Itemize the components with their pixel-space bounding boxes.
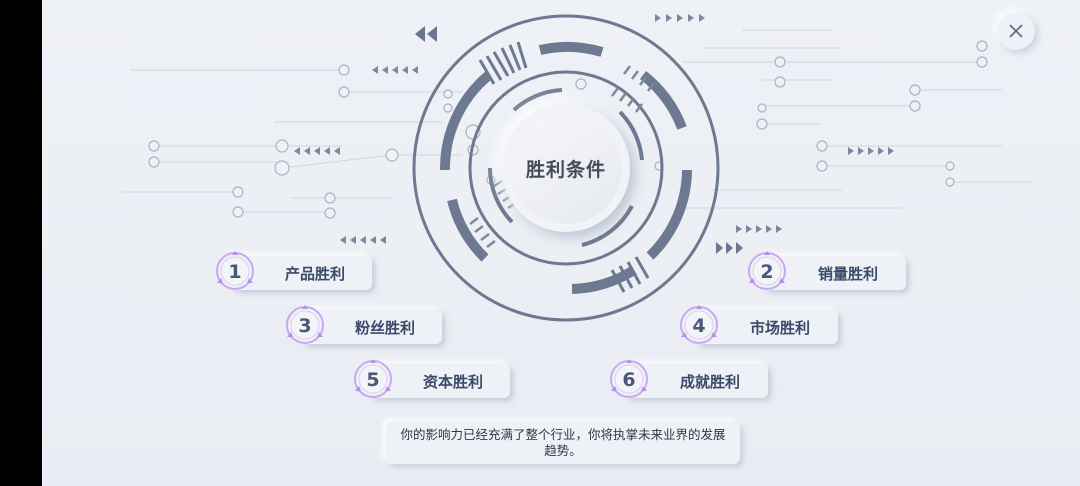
condition-item-4[interactable]: 市场胜利 4 bbox=[678, 305, 838, 348]
condition-pill[interactable]: 销量胜利 bbox=[764, 256, 906, 290]
number-badge-icon bbox=[354, 359, 392, 398]
condition-pill[interactable]: 资本胜利 bbox=[370, 364, 510, 398]
number-badge-icon bbox=[216, 251, 254, 290]
number-badge-icon bbox=[286, 305, 324, 344]
condition-number: 3 bbox=[298, 315, 312, 337]
condition-number: 4 bbox=[692, 315, 706, 337]
condition-item-5[interactable]: 资本胜利 5 bbox=[352, 359, 512, 402]
condition-pill[interactable]: 市场胜利 bbox=[696, 310, 838, 344]
close-button[interactable] bbox=[997, 12, 1035, 50]
circuit-decoration bbox=[122, 14, 1032, 322]
condition-pill[interactable]: 产品胜利 bbox=[232, 256, 372, 290]
number-badge-icon bbox=[680, 305, 718, 344]
victory-description: 你的影响力已经充满了整个行业，你将执掌未来业界的发展趋势。 bbox=[386, 422, 740, 464]
page-title: 胜利条件 bbox=[510, 112, 622, 224]
condition-item-3[interactable]: 粉丝胜利 3 bbox=[284, 305, 442, 348]
close-icon bbox=[1009, 24, 1023, 38]
condition-number: 1 bbox=[228, 261, 242, 283]
condition-label: 市场胜利 bbox=[749, 318, 810, 337]
condition-item-1[interactable]: 产品胜利 1 bbox=[214, 251, 374, 294]
condition-item-2[interactable]: 销量胜利 2 bbox=[746, 251, 908, 294]
condition-pill[interactable]: 粉丝胜利 bbox=[302, 310, 442, 344]
center-emblem: 胜利条件 bbox=[502, 104, 630, 232]
condition-label: 成就胜利 bbox=[679, 372, 740, 391]
condition-label: 产品胜利 bbox=[284, 264, 345, 283]
number-badge-icon bbox=[610, 359, 648, 398]
condition-label: 粉丝胜利 bbox=[354, 318, 415, 337]
victory-conditions-screen: 胜利条件 产品胜利 1 销量胜利 2 粉丝胜利 bbox=[42, 0, 1080, 486]
number-badge-icon bbox=[748, 251, 786, 290]
condition-number: 2 bbox=[760, 261, 774, 283]
condition-number: 5 bbox=[366, 369, 380, 391]
condition-pill[interactable]: 成就胜利 bbox=[626, 364, 768, 398]
condition-label: 资本胜利 bbox=[422, 372, 483, 391]
condition-label: 销量胜利 bbox=[817, 264, 878, 283]
condition-item-6[interactable]: 成就胜利 6 bbox=[608, 359, 770, 402]
condition-number: 6 bbox=[622, 369, 636, 391]
